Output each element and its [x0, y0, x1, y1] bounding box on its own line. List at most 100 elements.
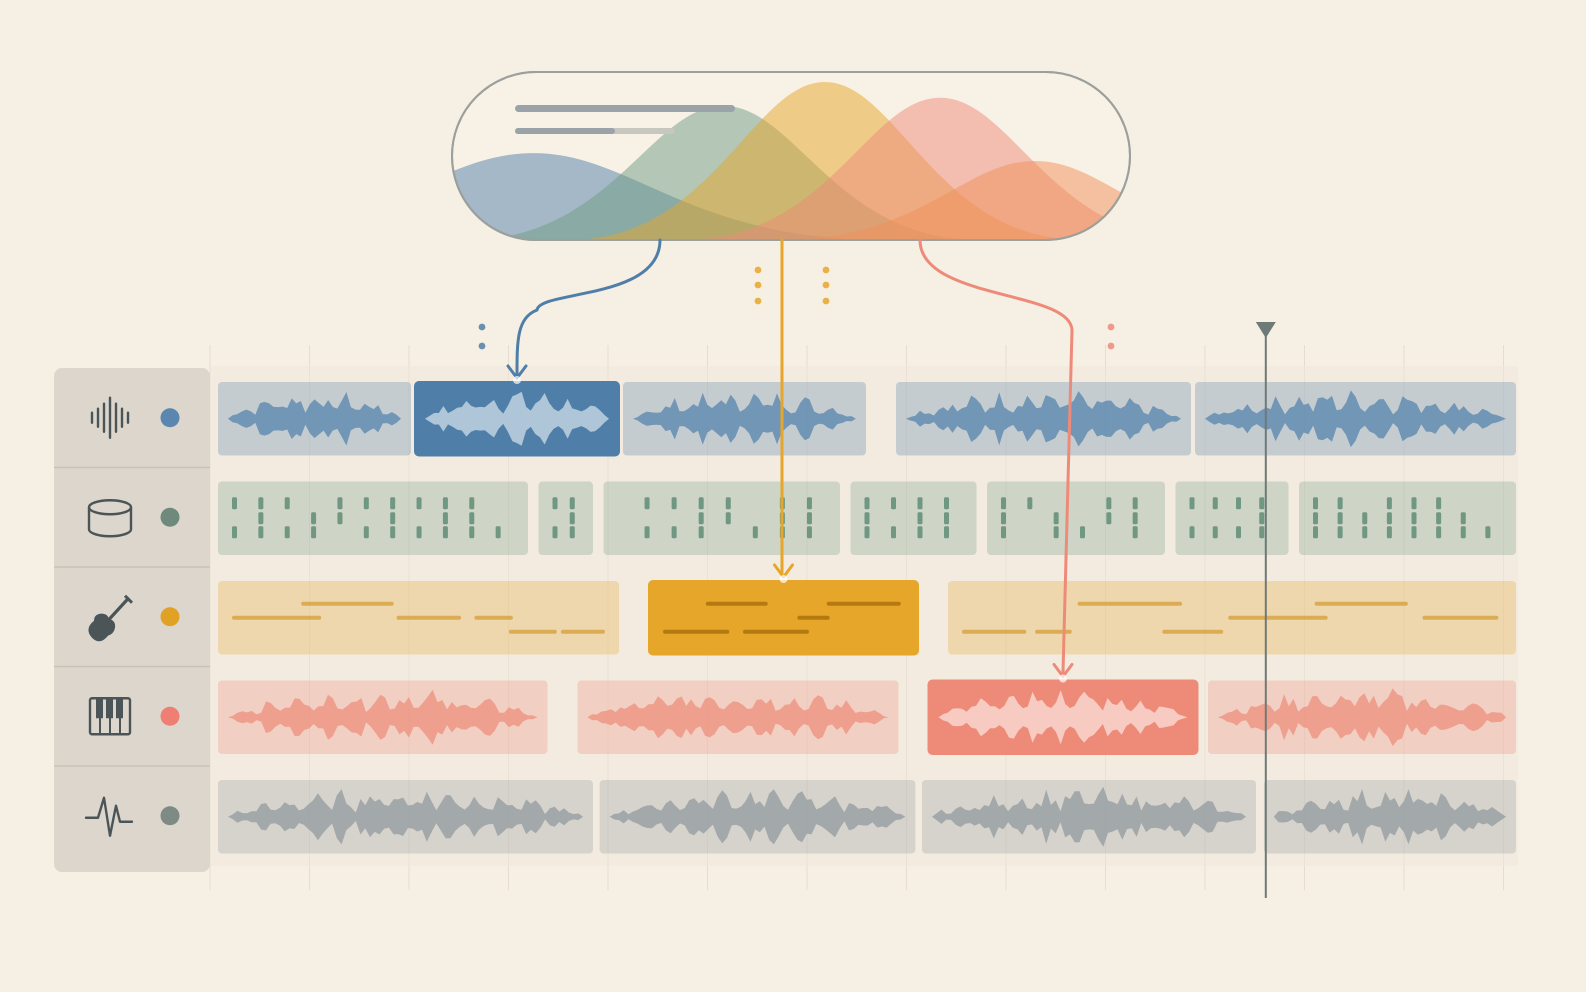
clip-body — [538, 481, 593, 555]
track-status-dot[interactable] — [160, 507, 180, 527]
track-header-keys[interactable] — [54, 667, 210, 735]
clip[interactable] — [599, 780, 916, 854]
drum-hit — [390, 497, 396, 510]
drum-hit — [1001, 512, 1006, 525]
midi-note — [396, 615, 462, 620]
drum-hit — [1259, 512, 1265, 525]
drum-hit — [1337, 497, 1343, 510]
drum-hit — [569, 497, 575, 510]
clip[interactable] — [218, 581, 619, 655]
overview-spectrum[interactable] — [181, 72, 1291, 240]
clip-body — [649, 581, 918, 655]
playhead[interactable] — [1255, 322, 1276, 898]
midi-note — [705, 601, 768, 606]
clip[interactable] — [603, 481, 841, 556]
clip[interactable] — [922, 780, 1256, 854]
drum-hit — [1362, 512, 1368, 525]
clip[interactable] — [218, 780, 593, 854]
drum-hit — [1080, 526, 1085, 539]
clip[interactable] — [623, 382, 866, 456]
track-lane-vocals — [218, 382, 1516, 456]
piano-black-key — [116, 698, 123, 719]
drum-hit — [891, 497, 896, 510]
clip[interactable] — [987, 481, 1165, 556]
signal-dot — [478, 342, 486, 350]
route-endpoint — [1059, 674, 1067, 683]
clip[interactable] — [1299, 481, 1516, 556]
drum-hit — [311, 526, 317, 539]
route-line — [517, 240, 660, 376]
midi-note — [962, 629, 1027, 634]
clip-body — [603, 481, 840, 555]
active-clip[interactable] — [649, 581, 918, 655]
drum-icon — [89, 500, 131, 536]
midi-note — [1422, 615, 1499, 620]
drum-hit — [495, 526, 501, 539]
clip[interactable] — [218, 680, 548, 755]
pulse-line — [86, 798, 132, 836]
clip[interactable] — [1175, 481, 1289, 556]
drum-hit — [698, 512, 704, 525]
guitar-head — [125, 596, 132, 603]
drum-hit — [864, 512, 870, 525]
playhead-handle[interactable] — [1255, 322, 1276, 338]
clip[interactable] — [896, 382, 1191, 456]
active-clip[interactable] — [415, 382, 619, 456]
drum-hit — [1436, 512, 1442, 525]
drum-hit — [258, 526, 264, 539]
drum-hit — [1411, 526, 1417, 539]
clip[interactable] — [1208, 680, 1516, 755]
drum-hit — [390, 526, 396, 539]
clip-waveform — [228, 789, 583, 845]
track-lanes — [218, 382, 1516, 854]
track-lane-drums — [218, 481, 1516, 556]
clip[interactable] — [1263, 780, 1516, 854]
clip-waveform — [906, 391, 1181, 447]
midi-note — [474, 615, 513, 620]
track-header-vocals[interactable] — [92, 398, 180, 438]
drum-hit — [311, 512, 317, 525]
signal-dot — [1107, 323, 1115, 331]
track-status-dot[interactable] — [160, 806, 180, 826]
track-status-dot[interactable] — [160, 408, 180, 428]
track-lane-keys — [218, 681, 1516, 755]
drum-hit — [552, 497, 558, 510]
clip-waveform — [633, 392, 856, 445]
clip[interactable] — [948, 581, 1516, 655]
clip[interactable] — [218, 382, 411, 456]
drum-hit — [698, 497, 704, 510]
drum-hit — [1053, 512, 1059, 525]
drum-hit — [1001, 497, 1006, 510]
drum-hit — [725, 512, 731, 525]
drum-hit — [644, 526, 650, 539]
signal-dot — [478, 323, 486, 331]
track-status-dot[interactable] — [160, 706, 180, 726]
drum-hit — [917, 526, 923, 539]
track-header-guitar[interactable] — [54, 567, 210, 642]
drum-hit — [671, 497, 677, 510]
track-status-dot[interactable] — [160, 607, 180, 627]
drum-hit — [752, 526, 758, 539]
track-header-drums[interactable] — [54, 468, 210, 537]
drum-hit — [1027, 497, 1033, 510]
clip[interactable] — [850, 481, 977, 556]
active-clip[interactable] — [929, 681, 1198, 755]
clip[interactable] — [538, 481, 594, 556]
drum-hit — [552, 526, 558, 539]
drum-hit — [442, 526, 448, 539]
drum-hit — [806, 497, 812, 510]
signal-dot — [754, 297, 762, 305]
clip[interactable] — [218, 481, 528, 556]
track-header-fx[interactable] — [54, 766, 210, 836]
spectrum-layers — [452, 82, 1130, 240]
piano-icon — [90, 698, 130, 734]
spectrum-layer — [779, 161, 1130, 240]
drum-hit — [864, 497, 870, 510]
clip[interactable] — [1195, 382, 1516, 456]
midi-note — [1314, 601, 1408, 606]
drum-hit — [569, 512, 575, 525]
clip[interactable] — [577, 680, 899, 755]
signal-dot — [822, 266, 830, 274]
guitar-icon — [88, 596, 132, 642]
